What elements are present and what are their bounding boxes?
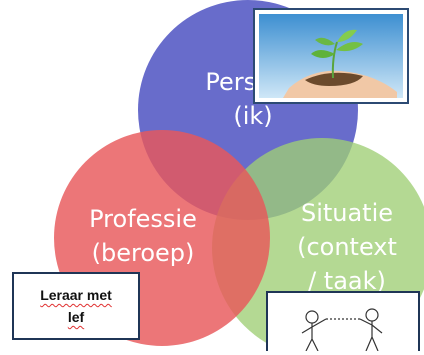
label-situatie-sub: (context [297, 233, 397, 261]
label-professie-title: Professie [89, 205, 197, 233]
note-line-2: lef [67, 309, 85, 325]
label-professie-sub: (beroep) [91, 239, 195, 267]
figures-image [266, 291, 420, 352]
label-professie: Professie (beroep) [63, 202, 223, 270]
label-situatie-title: Situatie [300, 199, 394, 227]
stick-figures-icon [301, 308, 383, 352]
label-situatie-sub2: / taak) [308, 267, 386, 295]
note-box: Leraar met lef [12, 272, 140, 340]
seedling-in-hands-icon [259, 14, 403, 98]
seedling-photo [253, 8, 409, 104]
note-line-1: Leraar met [40, 287, 112, 303]
label-situatie: Situatie (context / taak) [272, 196, 422, 298]
note-text: Leraar met lef [40, 284, 112, 328]
label-persoon-sub: (ik) [233, 102, 273, 130]
